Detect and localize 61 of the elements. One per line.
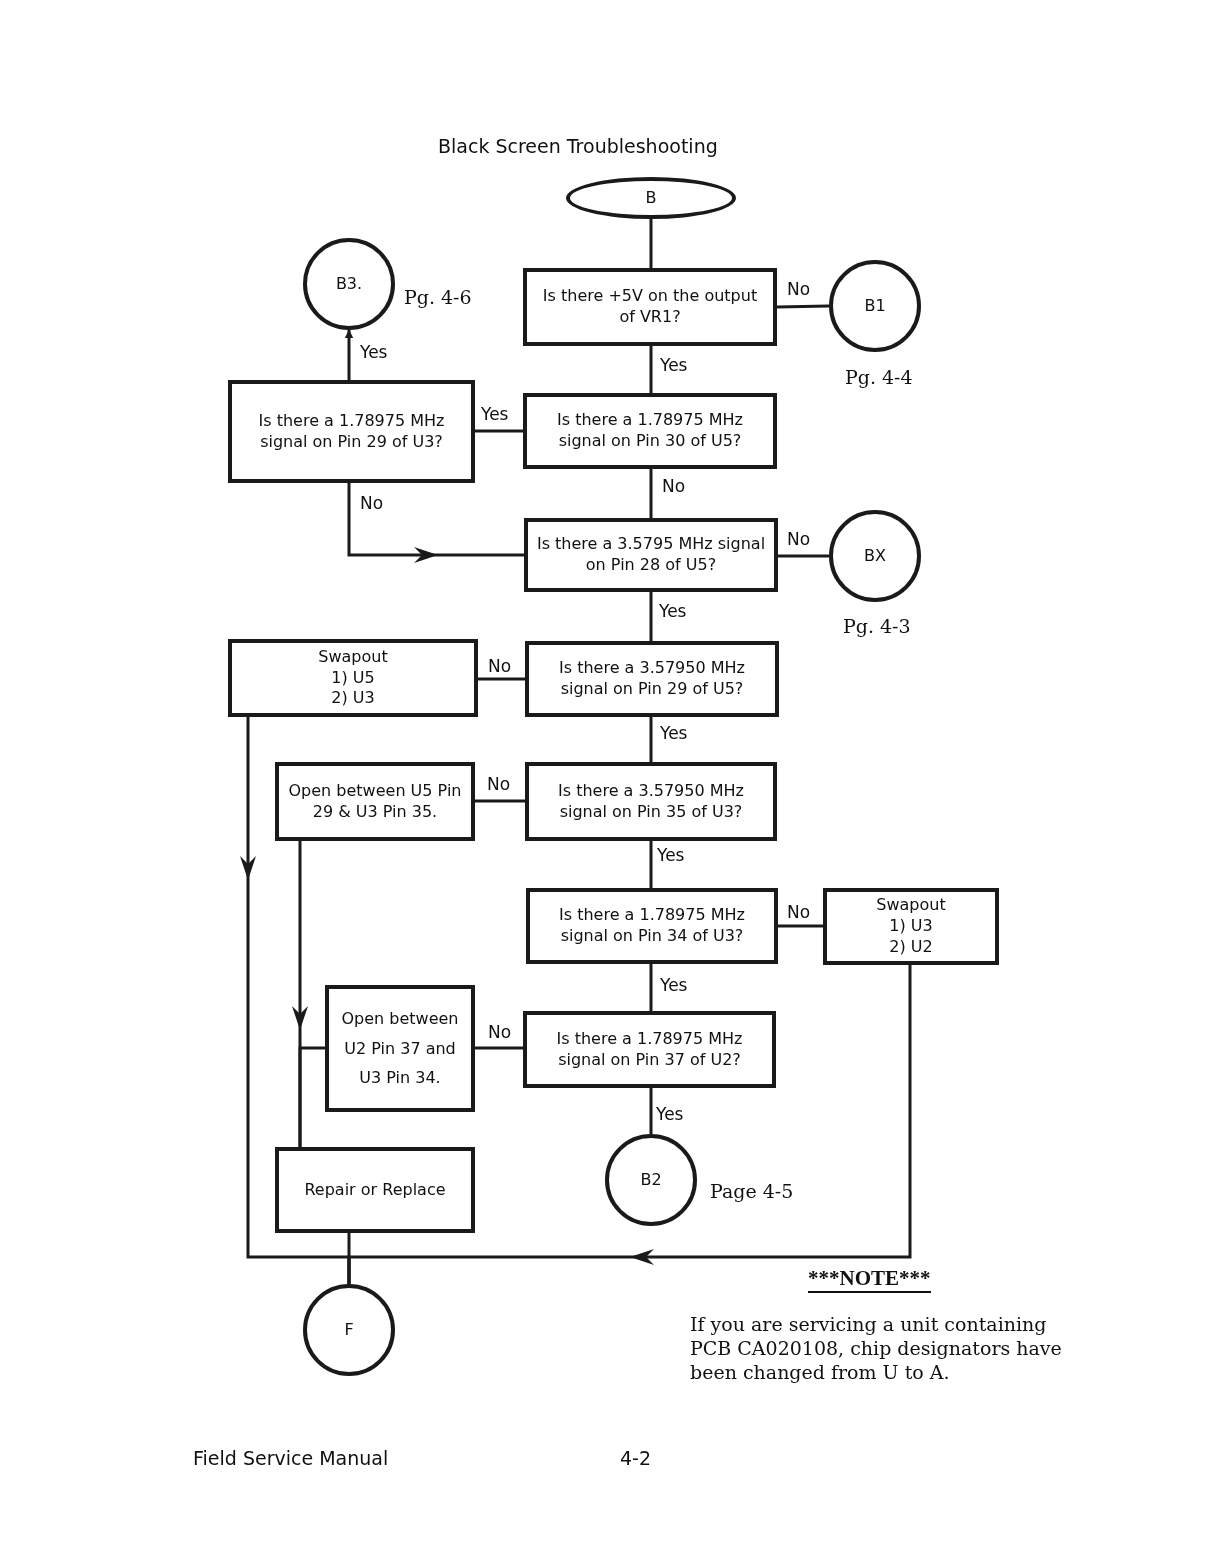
flow-box	[523, 393, 777, 469]
edge-label: No	[488, 1022, 512, 1042]
flow-box	[823, 888, 999, 965]
node-text: Open between U5 Pin 29 & U3 Pin 35.	[287, 780, 463, 823]
edge-label: No	[488, 656, 512, 676]
edge-label: No	[487, 774, 511, 794]
node-text: BX	[864, 545, 886, 567]
node-text: Repair or Replace	[304, 1179, 446, 1201]
edge-label: Yes	[656, 1104, 684, 1124]
node-text: Is there a 1.78975 MHz signal on Pin 37 of U2?	[555, 1028, 744, 1071]
node-text: B1	[864, 295, 886, 317]
node-text: Swapout	[318, 646, 388, 668]
node-text: 2) U2	[889, 936, 933, 958]
node-text: 1) U3	[889, 916, 933, 937]
page-reference: Pg. 4-3	[843, 615, 911, 637]
flow-box	[525, 641, 779, 717]
flow-box	[525, 762, 777, 841]
page-reference: Page 4-5	[710, 1180, 794, 1202]
node-text: Swapout	[876, 895, 946, 917]
node-text: B	[645, 187, 657, 209]
node-text: Is there a 3.57950 MHz signal on Pin 35 of U3?	[557, 780, 745, 823]
node-text: 2) U3	[331, 688, 375, 710]
flow-box	[275, 762, 475, 841]
node-text: F	[344, 1319, 354, 1341]
flow-box	[523, 268, 777, 346]
edge-label: No	[662, 476, 686, 496]
flow-box	[523, 1011, 776, 1088]
note-text: If you are servicing a unit containing PCB CA020108, chip designators have been changed from U to A.	[690, 1313, 1063, 1385]
edge-label: No	[787, 279, 811, 299]
node-text: Is there a 3.5795 MHz signal on Pin 28 of U5?	[536, 534, 766, 576]
node-text: Is there a 1.78975 MHz signal on Pin 29 of U3?	[257, 410, 446, 453]
flow-box	[524, 518, 778, 592]
edge-label: No	[787, 529, 811, 549]
flow-box	[325, 985, 475, 1112]
node-text: Is there +5V on the output of VR1?	[541, 286, 759, 328]
flow-box	[526, 888, 778, 964]
diagram-title: Black Screen Troubleshooting	[438, 135, 718, 157]
edge-label: Yes	[360, 342, 388, 362]
node-text: B2	[640, 1169, 662, 1191]
note-heading: ***NOTE***	[808, 1266, 931, 1293]
page-number: 4-2	[620, 1447, 652, 1469]
edge-label: Yes	[660, 975, 688, 995]
node-text: 1) U5	[331, 667, 375, 689]
flow-box	[228, 639, 478, 717]
footer-text: Field Service Manual	[193, 1447, 389, 1469]
edge-label: No	[787, 902, 811, 922]
edge-label: Yes	[657, 845, 685, 865]
page-reference: Pg. 4-4	[845, 366, 913, 388]
node-text: Is there a 1.78975 MHz signal on Pin 30 of U5?	[556, 410, 744, 452]
node-text: Is there a 1.78975 MHz signal on Pin 34 of U3?	[558, 905, 746, 947]
edge-label: Yes	[660, 355, 688, 375]
node-text: Open between U2 Pin 37 and U3 Pin 34.	[340, 1008, 460, 1090]
node-text: Is there a 3.57950 MHz signal on Pin 29 of U5?	[558, 658, 746, 700]
edge-label: Yes	[660, 723, 688, 743]
flow-box	[275, 1147, 475, 1233]
edge-label: No	[360, 493, 384, 513]
edge-label: Yes	[481, 404, 509, 424]
page-reference: Pg. 4-6	[404, 286, 472, 308]
edge-label: Yes	[659, 601, 687, 621]
flow-box	[228, 380, 475, 483]
node-text: B3.	[335, 273, 363, 295]
